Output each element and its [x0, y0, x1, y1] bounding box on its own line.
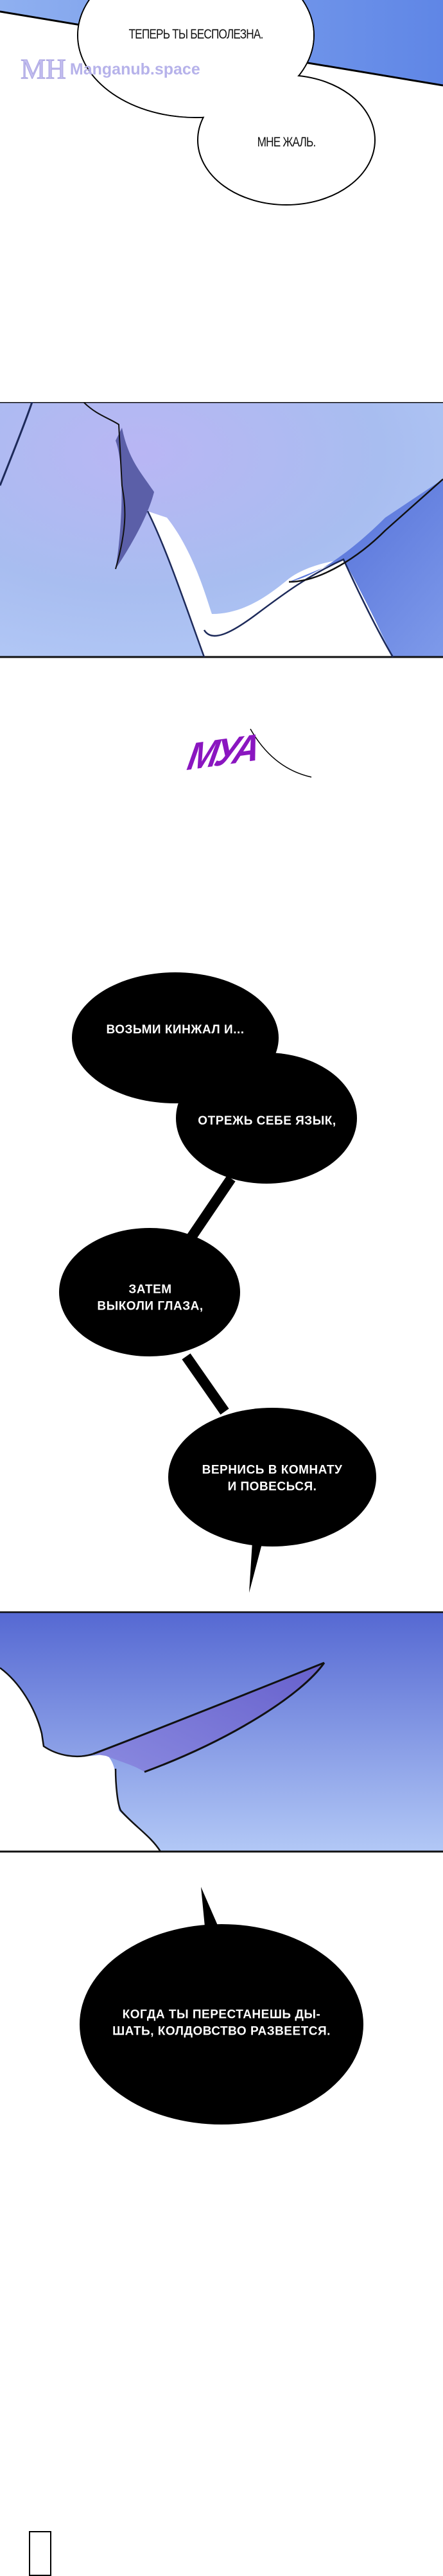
panel-frame-edge [29, 2531, 51, 2576]
bubble-text-line: КОГДА ТЫ ПЕРЕСТАНЕШЬ ДЫ- [122, 2008, 321, 2022]
bubble-text: ТЕПЕРЬ ТЫ БЕСПОЛЕЗНА. [128, 26, 263, 42]
speech-bubble-black [168, 1408, 376, 1546]
kiss-motion-line [250, 728, 312, 778]
watermark-logo: MH [21, 53, 67, 85]
watermark-text: Manganub.space [69, 60, 200, 78]
bubble-text: ВОЗЬМИ КИНЖАЛ И... [106, 1023, 245, 1037]
final-bubble [80, 1887, 363, 2125]
sfx-kiss: МУА [184, 726, 261, 779]
bubble-text-line: ЗАТЕМ [128, 1283, 172, 1297]
speech-bubble-black [80, 1924, 363, 2125]
bubble-text: КОГДА ТЫ ПЕРЕСТАНЕШЬ ДЫ- ШАТЬ, КОЛДОВСТВ… [112, 2006, 331, 2039]
watermark: MH Manganub.space [21, 54, 200, 85]
panel-3-art [0, 1611, 443, 1853]
panel-1-art [0, 0, 443, 206]
speech-bubble-black [59, 1228, 240, 1356]
panel-2-art [0, 402, 443, 658]
bubble-text-line: ШАТЬ, КОЛДОВСТВО РАЗВЕЕТСЯ. [112, 2024, 331, 2038]
bubble-tail [201, 1887, 218, 1927]
bubble-text-line: И ПОВЕСЬСЯ. [227, 1480, 317, 1493]
bubble-text: ОТРЕЖЬ СЕБЕ ЯЗЫК, [198, 1114, 336, 1128]
bubble-text-line: ВЕРНИСЬ В КОМНАТУ [202, 1463, 343, 1477]
bubble-text-line: ВЫКОЛИ ГЛАЗА, [97, 1299, 204, 1313]
bubble-tail [249, 1532, 265, 1593]
bubble-connector [186, 1175, 236, 1241]
bubble-text: ЗАТЕМ ВЫКОЛИ ГЛАЗА, [97, 1281, 203, 1314]
speech-bubble-black [176, 1053, 357, 1184]
speech-bubble-white [77, 0, 376, 206]
bubble-connector [182, 1353, 229, 1415]
dark-bubbles [59, 972, 376, 1593]
bubble-text: МНЕ ЖАЛЬ. [257, 134, 317, 150]
bubble-text: ВЕРНИСЬ В КОМНАТУ И ПОВЕСЬСЯ. [202, 1462, 343, 1494]
